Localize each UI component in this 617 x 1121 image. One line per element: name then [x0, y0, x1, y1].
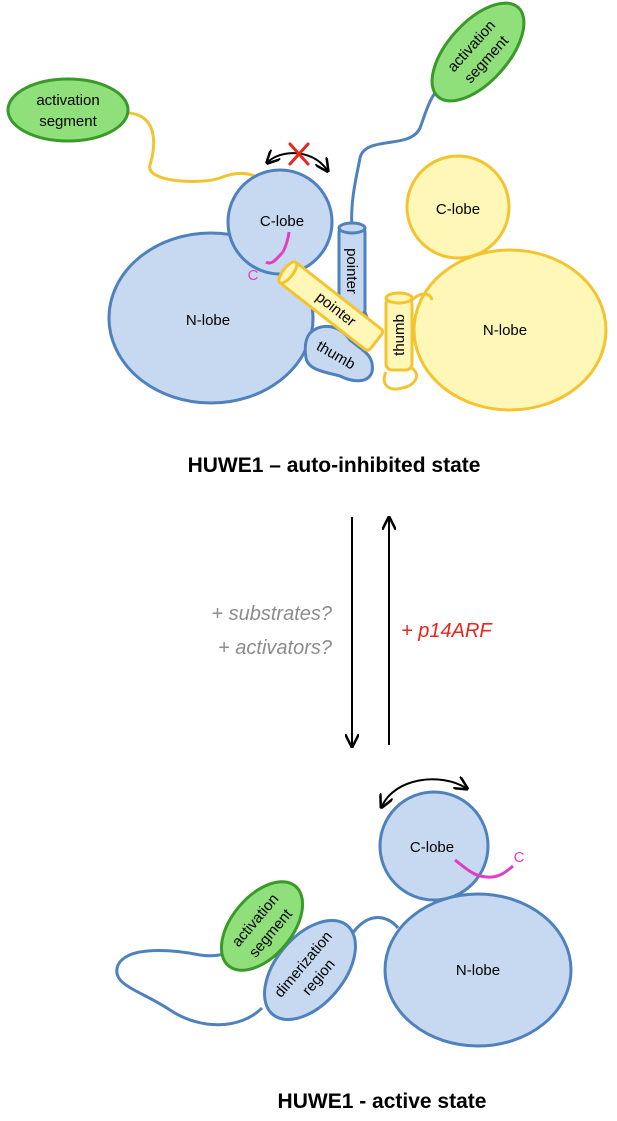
active-n-lobe: [383, 892, 573, 1048]
right-n-lobe-label: N-lobe: [483, 322, 527, 339]
active-c-lobe-label: C-lobe: [410, 839, 454, 856]
active-c-terminus-label: C: [514, 849, 525, 866]
right-c-lobe-label: C-lobe: [436, 201, 480, 218]
left-c-lobe-label: C-lobe: [260, 213, 304, 230]
blocked-x-mark: [288, 142, 310, 166]
right-activation-segment: [430, 1, 526, 103]
reverse-condition: + p14ARF: [401, 620, 493, 642]
auto-inhibited-dimer: activation segment activation segment C-…: [6, 1, 608, 477]
left-pointer: [337, 221, 383, 337]
forward-condition-1: + substrates?: [211, 603, 333, 625]
right-thumb-label: thumb: [391, 314, 408, 356]
left-protomer: [107, 111, 383, 405]
right-protomer: [350, 86, 608, 412]
left-activation-label-2: segment: [39, 113, 97, 130]
blocked-rotation-arrow: [268, 153, 327, 170]
left-c-terminus-label: C: [248, 267, 259, 284]
left-c-terminus-tail: [265, 231, 291, 265]
bottom-state-title: HUWE1 - active state: [278, 1090, 487, 1113]
right-linker: [350, 86, 441, 229]
top-state-title: HUWE1 – auto-inhibited state: [188, 454, 481, 477]
left-n-lobe-label: N-lobe: [186, 312, 230, 329]
forward-condition-2: + activators?: [218, 637, 333, 659]
right-n-lobe: [412, 248, 608, 412]
active-n-lobe-label: N-lobe: [456, 962, 500, 979]
left-n-lobe: [107, 231, 315, 405]
right-c-lobe: [405, 154, 511, 260]
left-activation-segment: [6, 77, 130, 143]
rotation-arrow: [382, 779, 466, 806]
left-pointer-label: pointer: [343, 248, 360, 294]
active-activation-segment: [219, 880, 305, 972]
active-monomer: C-lobe N-lobe C activation segment dimer…: [115, 779, 573, 1113]
left-activation-label-1: activation: [36, 92, 99, 109]
right-thumb: [382, 291, 434, 391]
transition: + substrates? + activators? + p14ARF: [211, 517, 493, 745]
right-pointer: [277, 260, 385, 352]
active-c-terminus-tail: [454, 858, 514, 879]
